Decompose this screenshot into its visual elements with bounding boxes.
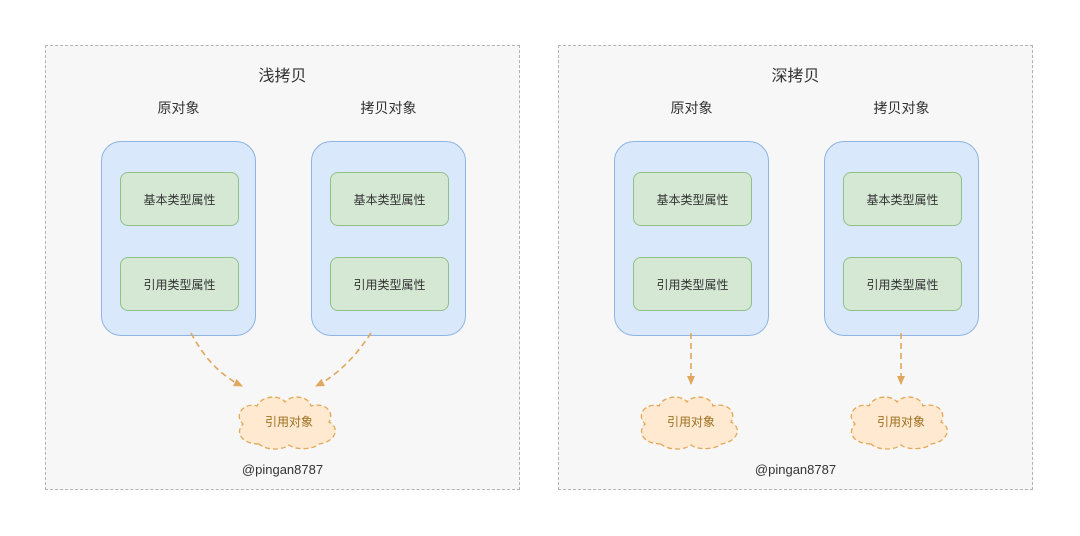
reference-type-prop-box: 引用类型属性 [843,257,962,311]
watermark: @pingan8787 [754,462,837,477]
object-box: 基本类型属性 引用类型属性 [311,141,466,336]
reference-object-label: 引用对象 [876,414,925,429]
original-object-group: 原对象 基本类型属性 引用类型属性 [101,96,256,336]
object-box: 基本类型属性 引用类型属性 [614,141,769,336]
basic-type-prop-box: 基本类型属性 [330,172,449,226]
reference-object-label: 引用对象 [666,414,715,429]
reference-arrow [190,332,243,387]
panel-title: 浅拷贝 [258,68,307,85]
basic-type-prop-box: 基本类型属性 [633,172,752,226]
shallow-copy-panel: 浅拷贝 原对象 基本类型属性 引用类型属性 拷贝对象 基本类型属性 引用类型属性… [45,45,520,490]
basic-type-prop-box: 基本类型属性 [120,172,239,226]
panel-title: 深拷贝 [771,68,820,85]
basic-type-prop-box: 基本类型属性 [843,172,962,226]
object-box: 基本类型属性 引用类型属性 [101,141,256,336]
object-label: 拷贝对象 [360,100,417,116]
copied-object-group: 拷贝对象 基本类型属性 引用类型属性 [824,96,979,336]
reference-type-prop-box: 引用类型属性 [120,257,239,311]
object-label: 拷贝对象 [873,100,930,116]
watermark: @pingan8787 [241,462,324,477]
copied-object-group: 拷贝对象 基本类型属性 引用类型属性 [311,96,466,336]
object-label: 原对象 [670,100,713,116]
original-object-group: 原对象 基本类型属性 引用类型属性 [614,96,769,336]
reference-type-prop-box: 引用类型属性 [330,257,449,311]
object-label: 原对象 [157,100,200,116]
object-box: 基本类型属性 引用类型属性 [824,141,979,336]
reference-type-prop-box: 引用类型属性 [633,257,752,311]
deep-copy-panel: 深拷贝 原对象 基本类型属性 引用类型属性 拷贝对象 基本类型属性 引用类型属性… [558,45,1033,490]
reference-arrow [315,332,372,387]
reference-object-label: 引用对象 [264,414,313,429]
